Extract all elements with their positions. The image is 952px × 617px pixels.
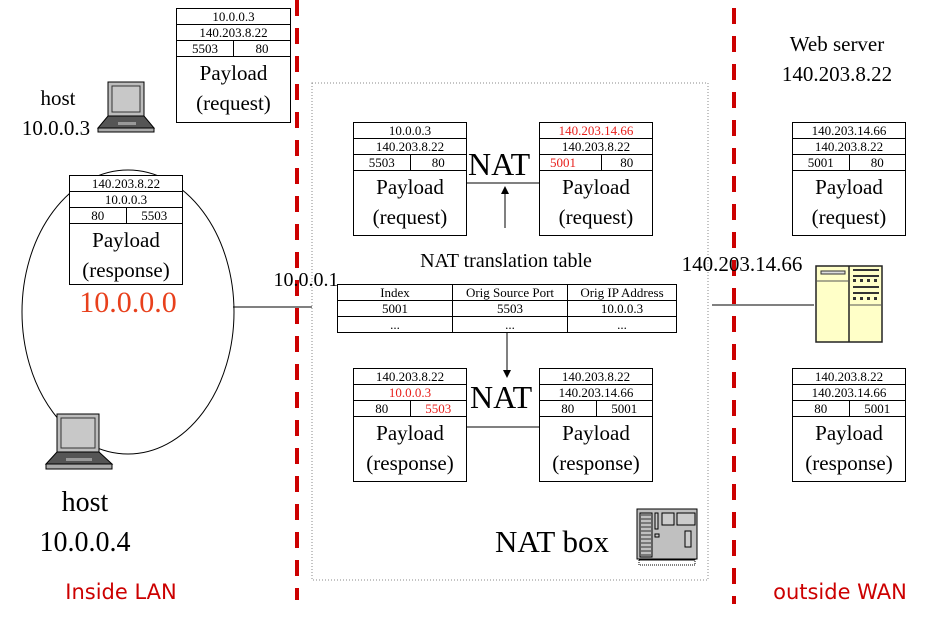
router-outside-ip: 140.203.14.66 (681, 252, 803, 276)
packet-dport: 5001 (611, 401, 638, 416)
packet-sport: 5503 (354, 155, 411, 170)
payload-type: (response) (366, 451, 454, 475)
packet-dport: 80 (431, 155, 445, 170)
packet-src: 140.203.8.22 (540, 369, 652, 385)
nat-box-border (311, 82, 709, 581)
packet-nat-response-out: 140.203.8.22 10.0.0.3 80 5503 Payload (res… (353, 368, 467, 482)
packet-dst: 140.203.14.66 (793, 385, 905, 401)
packet-src: 140.203.8.22 (354, 369, 466, 385)
inside-lan-label: Inside LAN (65, 580, 177, 604)
packet-sport: 80 (70, 208, 127, 223)
translation-table-title: NAT translation table (420, 250, 592, 272)
table-row: 5001 5503 10.0.0.3 (337, 300, 677, 317)
payload-label: Payload (815, 421, 883, 445)
packet-sport: 80 (354, 401, 411, 416)
payload-type: (request) (558, 205, 634, 229)
host-a-ip: 10.0.0.3 (21, 116, 91, 140)
payload-type: (response) (805, 451, 893, 475)
payload-type: (request) (811, 205, 887, 229)
packet-sport: 80 (540, 401, 597, 416)
payload-type: (response) (552, 451, 640, 475)
packet-src: 140.203.14.66 (793, 123, 905, 139)
payload-label: Payload (376, 421, 444, 445)
cell: 10.0.0.3 (567, 300, 677, 317)
packet-sport: 5503 (177, 41, 234, 56)
packet-wan-request: 140.203.14.66 140.203.8.22 5001 80 Payloa… (792, 122, 906, 236)
host-b-label: host (61, 487, 109, 518)
nat-device-icon[interactable] (635, 507, 701, 569)
cell: 5001 (337, 300, 453, 317)
router-inside-ip: 10.0.0.1 (273, 269, 339, 291)
header-index: Index (337, 284, 453, 301)
packet-nat-request-in: 10.0.0.3 140.203.8.22 5503 80 Payload (req… (353, 122, 467, 236)
header-orig-source-port: Orig Source Port (452, 284, 568, 301)
cell: ... (567, 316, 677, 333)
web-server-label: Web server (789, 32, 885, 56)
packet-sport-translated: 5001 (540, 155, 602, 170)
packet-dport: 80 (255, 41, 269, 56)
packet-dport: 5001 (864, 401, 891, 416)
arrow-down-head (503, 370, 511, 378)
nat-box-label: NAT box (495, 524, 609, 559)
nat-label-bottom: NAT (470, 379, 533, 415)
packet-dst-translated: 10.0.0.3 (354, 385, 466, 401)
packet-dst: 140.203.14.66 (540, 385, 652, 401)
payload-type: (request) (196, 91, 271, 115)
payload-type: (response) (82, 258, 170, 282)
cell: ... (452, 316, 568, 333)
payload-label: Payload (199, 61, 268, 85)
packet-dst: 140.203.8.22 (793, 139, 905, 155)
host-b-ip: 10.0.0.4 (39, 527, 131, 558)
nat-label-top: NAT (468, 146, 531, 182)
header-orig-ip: Orig IP Address (567, 284, 677, 301)
packet-sport: 80 (793, 401, 850, 416)
laptop-icon[interactable] (96, 80, 158, 136)
payload-label: Payload (815, 175, 883, 199)
packet-dport: 80 (620, 155, 634, 170)
server-icon[interactable] (815, 265, 885, 345)
packet-lan-response: 140.203.8.22 10.0.0.3 80 5503 Payload (res… (69, 175, 183, 285)
translation-table: Index Orig Source Port Orig IP Address 5… (337, 284, 677, 333)
cell: 5503 (452, 300, 568, 317)
packet-dport-translated: 5503 (425, 401, 452, 416)
payload-label: Payload (562, 421, 630, 445)
laptop-icon[interactable] (44, 412, 120, 472)
packet-nat-request-out: 140.203.14.66 140.203.8.22 5001 80 Payloa… (539, 122, 653, 236)
payload-label: Payload (562, 175, 630, 199)
packet-dst: 10.0.0.3 (70, 192, 182, 208)
packet-src-translated: 140.203.14.66 (540, 123, 652, 139)
table-header-row: Index Orig Source Port Orig IP Address (337, 284, 677, 301)
host-a-label: host (40, 86, 76, 110)
packet-dst: 140.203.8.22 (354, 139, 466, 155)
packet-src: 10.0.0.3 (177, 9, 290, 25)
packet-src: 10.0.0.3 (354, 123, 466, 139)
packet-dport: 80 (870, 155, 884, 170)
cell: ... (337, 316, 453, 333)
packet-nat-response-in: 140.203.8.22 140.203.14.66 80 5001 Payloa… (539, 368, 653, 482)
packet-sport: 5001 (793, 155, 850, 170)
payload-type: (request) (372, 205, 448, 229)
arrow-up-head (501, 186, 509, 194)
table-row: ... ... ... (337, 316, 677, 333)
packet-src: 140.203.8.22 (793, 369, 905, 385)
packet-dst: 140.203.8.22 (177, 25, 290, 41)
lan-network-label: 10.0.0.0 (79, 286, 177, 319)
lan-ellipse (21, 169, 235, 455)
packet-lan-request: 10.0.0.3 140.203.8.22 5503 80 Payload (req… (176, 8, 291, 123)
payload-label: Payload (376, 175, 444, 199)
packet-dport: 5503 (141, 208, 168, 223)
packet-wan-response: 140.203.8.22 140.203.14.66 80 5001 Payloa… (792, 368, 906, 482)
packet-dst: 140.203.8.22 (540, 139, 652, 155)
packet-src: 140.203.8.22 (70, 176, 182, 192)
web-server-ip: 140.203.8.22 (781, 62, 893, 86)
outside-wan-label: outside WAN (773, 580, 907, 604)
payload-label: Payload (92, 228, 160, 252)
